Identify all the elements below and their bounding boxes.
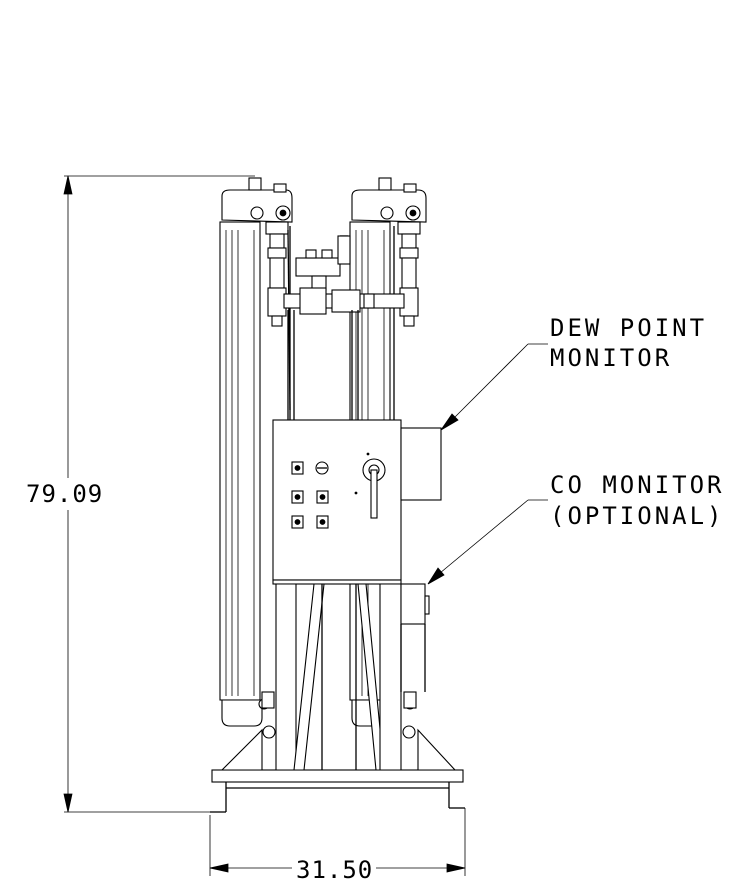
height-dimension-label: 79.09: [26, 480, 103, 508]
dew-point-leader: [440, 343, 548, 431]
dew-point-monitor-box: [400, 427, 442, 501]
disconnect-handle-icon: [362, 458, 386, 519]
co-monitor-label-line2: (OPTIONAL): [550, 502, 725, 530]
frame-legs: [272, 579, 402, 771]
right-valve-assembly: [393, 221, 421, 420]
support-pipes: [287, 310, 359, 420]
co-monitor-box: [400, 583, 430, 692]
center-manifold: [283, 235, 405, 315]
width-dimension: 31.50: [209, 808, 466, 884]
width-dimension-label: 31.50: [296, 856, 373, 884]
co-monitor-leader: [427, 499, 548, 585]
control-cabinet: [272, 419, 402, 581]
dew-point-label-line2: MONITOR: [550, 344, 672, 372]
co-monitor-label-line1: CO MONITOR: [550, 471, 725, 499]
base-skid: [210, 728, 465, 813]
dew-point-label-line1: DEW POINT: [550, 314, 707, 342]
left-valve-assembly: [265, 221, 291, 420]
height-dimension: 79.09: [26, 175, 255, 813]
left-tower: [219, 177, 293, 739]
